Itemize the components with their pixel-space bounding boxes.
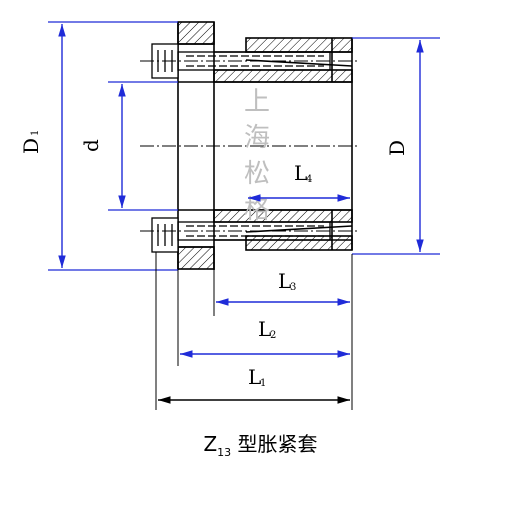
label-L2-sub: 2 bbox=[270, 330, 276, 341]
label-D1-sub: 1 bbox=[30, 130, 41, 136]
label-L2: L bbox=[258, 317, 271, 341]
dimension-L3: L 3 bbox=[213, 254, 353, 316]
dimension-L2: L 2 bbox=[177, 270, 353, 366]
label-L4: L bbox=[294, 161, 307, 185]
label-L1-sub: 1 bbox=[260, 378, 266, 389]
label-d: d bbox=[79, 139, 103, 152]
center-lines bbox=[140, 60, 360, 232]
title-main: Z bbox=[203, 432, 218, 456]
dimension-L4: L 4 bbox=[248, 161, 350, 202]
dimension-D: D bbox=[385, 40, 424, 252]
sleeve-body bbox=[177, 21, 353, 270]
label-L3-sub: 3 bbox=[290, 282, 296, 293]
watermark-char-1: 上 bbox=[244, 87, 270, 117]
label-L1: L bbox=[248, 365, 261, 389]
label-D1: D bbox=[19, 138, 43, 154]
title-subscript: 13 bbox=[217, 446, 232, 459]
title-suffix: 型胀紧套 bbox=[237, 432, 318, 456]
dimension-D1: D 1 bbox=[19, 24, 66, 268]
watermark-char-3: 松 bbox=[244, 159, 270, 189]
dimension-d: d bbox=[79, 84, 126, 208]
watermark-char-2: 海 bbox=[244, 123, 270, 153]
label-L4-sub: 4 bbox=[306, 174, 312, 185]
label-L3: L bbox=[278, 269, 291, 293]
dimension-L1: L 1 bbox=[155, 252, 353, 410]
label-D: D bbox=[385, 140, 409, 156]
drawing-title: Z13 型胀紧套 bbox=[0, 428, 521, 459]
watermark-char-4: 格 bbox=[244, 195, 270, 225]
watermark: 上 海 松 格 bbox=[244, 87, 270, 225]
